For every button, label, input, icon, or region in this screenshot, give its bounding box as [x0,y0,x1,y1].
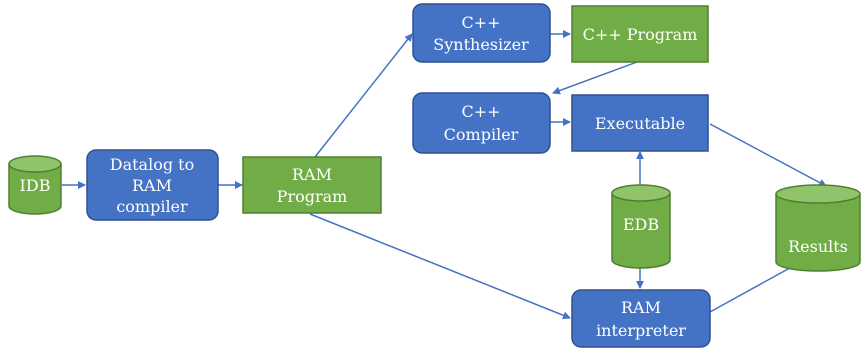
edge-executable-to-results [709,123,827,187]
datalog-compiler-label-line3: compiler [116,197,188,216]
results-label: Results [788,237,848,256]
edge-cpp-program-to-cpp-compiler [552,61,638,95]
idb-label: IDB [20,176,51,195]
datalog-compiler-node: Datalog to RAM compiler [86,149,219,221]
ram-interpreter-label-line1: RAM [621,298,661,317]
ram-program-node: RAM Program [242,156,382,214]
cpp-synthesizer-label-line2: Synthesizer [433,35,529,54]
cpp-program-node: C++ Program [571,5,709,63]
ram-interpreter-label-line2: interpreter [596,321,686,340]
cpp-compiler-label-line1: C++ [461,102,500,121]
executable-label: Executable [595,114,685,133]
cpp-program-label: C++ Program [583,25,698,44]
cpp-synthesizer-label-line1: C++ [461,13,500,32]
edb-label: EDB [623,215,659,234]
cpp-synthesizer-node: C++ Synthesizer [412,3,551,63]
ram-program-label-line1: RAM [292,165,332,184]
datalog-compiler-label-line2: RAM [132,176,172,195]
datalog-compiler-label-line1: Datalog to [110,155,194,174]
edge-ram-program-to-ram-interpreter [309,213,571,320]
edb-database-node: EDB [611,184,671,269]
results-database-node: Results [775,184,861,272]
idb-database-node: IDB [8,155,62,215]
cpp-compiler-node: C++ Compiler [412,92,551,154]
ram-interpreter-node: RAM interpreter [571,289,711,348]
ram-program-label-line2: Program [277,187,348,206]
executable-node: Executable [571,94,709,152]
edge-ram-program-to-synthesizer [314,33,413,158]
cpp-compiler-label-line2: Compiler [444,125,519,144]
